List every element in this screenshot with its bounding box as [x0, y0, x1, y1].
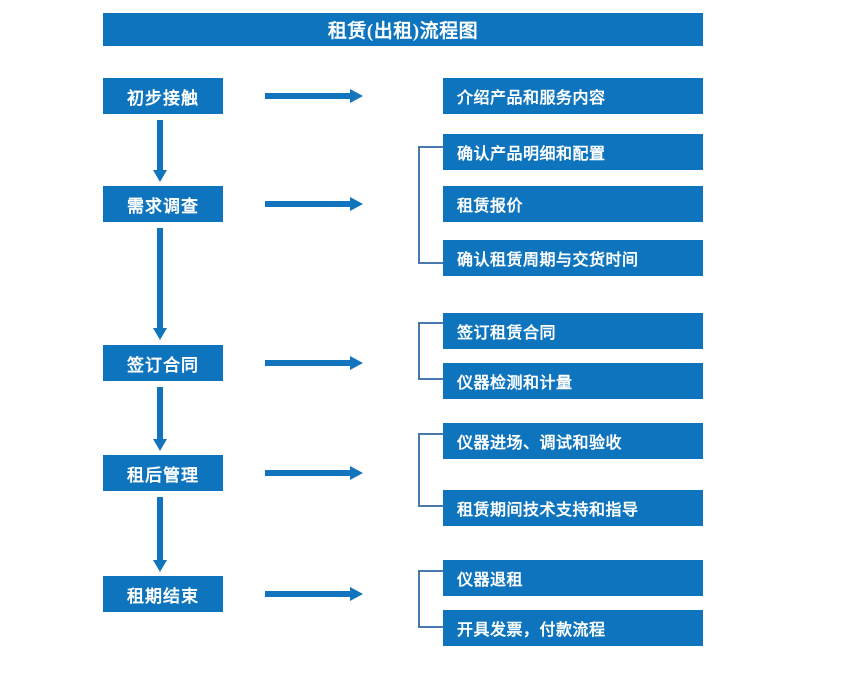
arrow-to-requirements-icon: [265, 196, 363, 212]
detail-box-invoice-payment[interactable]: 开具发票，付款流程: [443, 610, 703, 646]
bracket-contract-group: [418, 322, 443, 380]
bracket-aftercare-group: [418, 433, 443, 507]
detail-box-sign-rental-contract[interactable]: 签订租赁合同: [443, 313, 703, 349]
arrow-to-aftercare-icon: [265, 465, 363, 481]
detail-box-confirm-period-delivery[interactable]: 确认租赁周期与交货时间: [443, 240, 703, 276]
detail-box-rental-quotation[interactable]: 租赁报价: [443, 186, 703, 222]
detail-box-introduce-products[interactable]: 介绍产品和服务内容: [443, 78, 703, 114]
detail-box-confirm-product-spec[interactable]: 确认产品明细和配置: [443, 134, 703, 170]
stage-box-requirement-survey[interactable]: 需求调查: [103, 186, 223, 222]
arrow-to-intro-icon: [265, 88, 363, 104]
arrow-to-contract-icon: [265, 355, 363, 371]
detail-box-instrument-return[interactable]: 仪器退租: [443, 560, 703, 596]
stage-box-rental-end[interactable]: 租期结束: [103, 576, 223, 612]
arrow-to-termination-icon: [265, 586, 363, 602]
arrow-survey-to-contract-icon: [152, 228, 168, 340]
bracket-requirement-group: [418, 146, 443, 264]
page-title: 租赁(出租)流程图: [103, 13, 703, 46]
arrow-contract-to-aftercare-icon: [152, 387, 168, 451]
arrow-contact-to-survey-icon: [152, 120, 168, 182]
detail-box-instrument-onsite-commissioning[interactable]: 仪器进场、调试和验收: [443, 423, 703, 459]
stage-box-after-rental-management[interactable]: 租后管理: [103, 455, 223, 491]
stage-box-initial-contact[interactable]: 初步接触: [103, 78, 223, 114]
detail-box-technical-support[interactable]: 租赁期间技术支持和指导: [443, 490, 703, 526]
bracket-termination-group: [418, 570, 443, 628]
stage-box-sign-contract[interactable]: 签订合同: [103, 345, 223, 381]
detail-box-instrument-inspection[interactable]: 仪器检测和计量: [443, 363, 703, 399]
arrow-aftercare-to-end-icon: [152, 497, 168, 572]
